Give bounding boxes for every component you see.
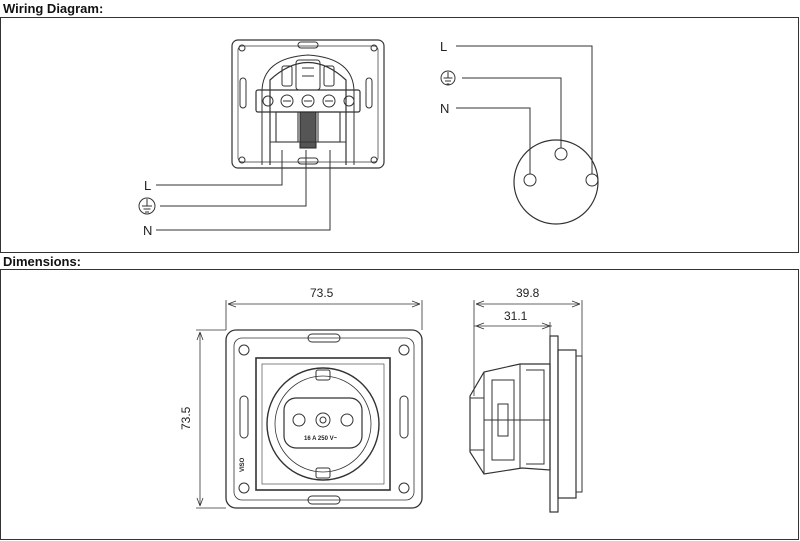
socket-side-view (469, 335, 583, 513)
earth-ground-icon-right (440, 70, 456, 86)
wiring-right-neutral-label: N (440, 101, 449, 116)
dimension-depth-body-label: 31.1 (504, 309, 528, 323)
front-dimension-lines (196, 300, 423, 509)
dimension-width-label: 73.5 (310, 286, 334, 300)
brand-text: VISO (240, 457, 246, 472)
socket-schematic-drawing (456, 45, 599, 225)
dimension-height-label: 73.5 (179, 406, 193, 430)
socket-front-view (225, 329, 423, 509)
wiring-section-title: Wiring Diagram: (0, 0, 799, 18)
wiring-left-live-label: L (144, 178, 151, 193)
wiring-left-neutral-label: N (143, 223, 152, 238)
side-dimension-lines (473, 300, 583, 396)
dimensions-section-title: Dimensions: (0, 252, 799, 270)
wiring-right-live-label: L (440, 39, 447, 54)
socket-rating-text: 16 A 250 V~ (304, 436, 338, 442)
dimension-depth-total-label: 39.8 (516, 286, 540, 300)
socket-mechanism-drawing (231, 39, 385, 169)
earth-ground-icon-left (138, 197, 156, 215)
left-wiring-lines (156, 150, 331, 231)
